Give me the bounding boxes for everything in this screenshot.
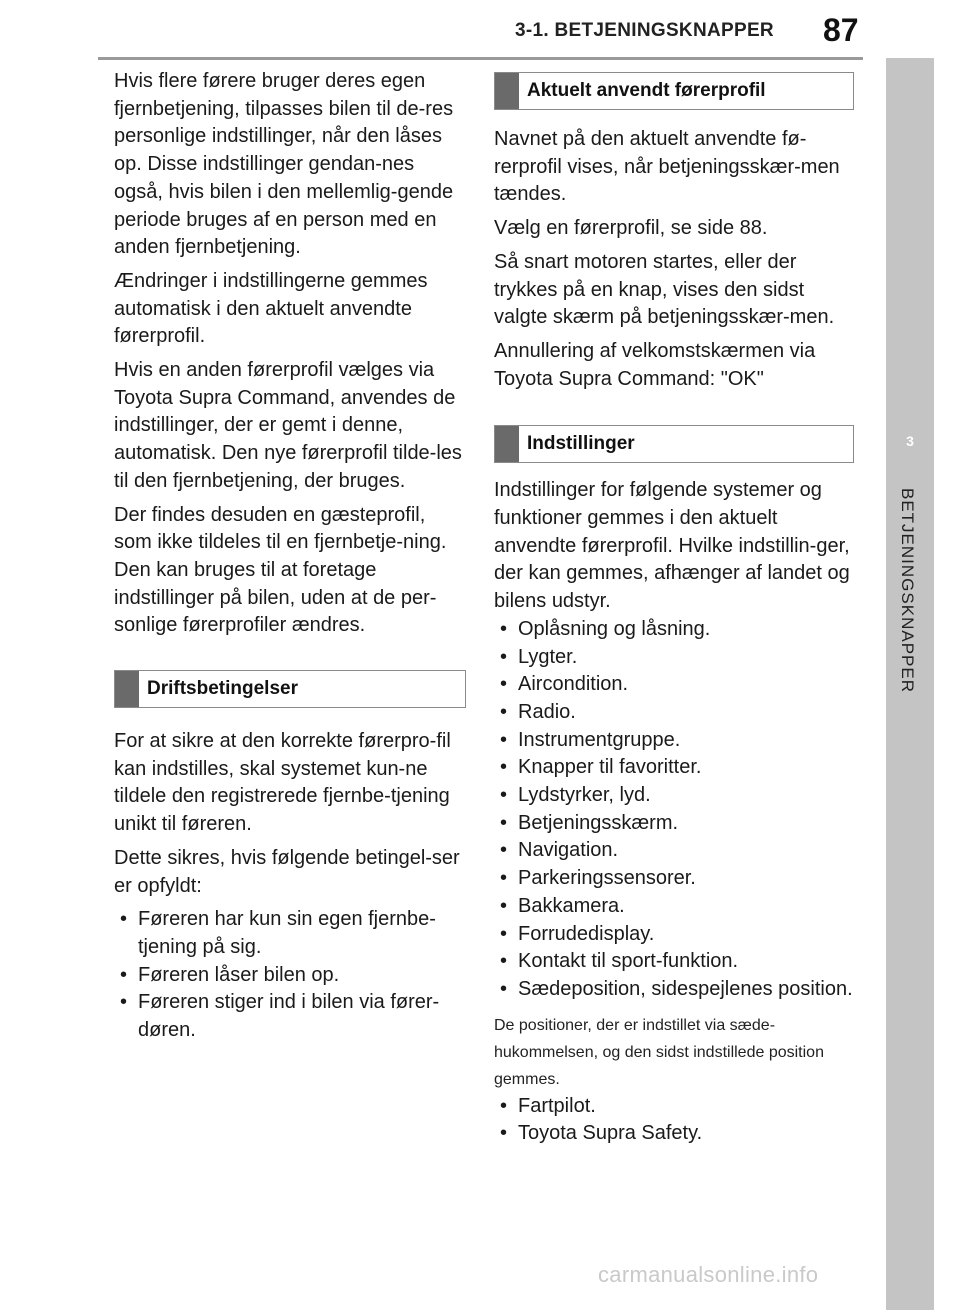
section-marker [495, 73, 519, 109]
paragraph: Annullering af velkomstskærmen via Toyot… [494, 339, 816, 390]
list-item: Føreren låser bilen op. [114, 962, 466, 990]
list-item: Parkeringssensorer. [494, 865, 854, 893]
section-header-driftsbetingelser: Driftsbetingelser [114, 670, 466, 709]
paragraph: Der findes desuden en gæsteprofil, som i… [114, 503, 447, 637]
chapter-tab [886, 58, 934, 1310]
right-column: Aktuelt anvendt førerprofil Navnet på de… [494, 68, 854, 1148]
settings-list: Oplåsning og låsning. Lygter. Airconditi… [494, 616, 854, 1004]
section-marker [495, 426, 519, 463]
list-item: Lygter. [494, 644, 854, 672]
section-heading: 3-1. BETJENINGSKNAPPER [515, 20, 774, 41]
left-column: Hvis flere førere bruger deres egen fjer… [114, 68, 466, 1045]
paragraph: Dette sikres, hvis følgende betingel-ser… [114, 846, 460, 897]
header-rule [98, 57, 863, 60]
list-item: Lydstyrker, lyd. [494, 782, 854, 810]
paragraph: Hvis en anden førerprofil vælges via Toy… [114, 359, 462, 492]
list-item: Betjeningsskærm. [494, 810, 854, 838]
section-title: Driftsbetingelser [147, 678, 298, 700]
list-item: Forrudedisplay. [494, 921, 854, 949]
list-item: Radio. [494, 699, 854, 727]
list-item: Kontakt til sport-funktion. [494, 948, 854, 976]
list-item: Navigation. [494, 837, 854, 865]
paragraph: Så snart motoren startes, eller der tryk… [494, 250, 835, 329]
list-item: Aircondition. [494, 671, 854, 699]
paragraph: Navnet på den aktuelt anvendte fø-rerpro… [494, 128, 840, 206]
settings-list-continued: Fartpilot. Toyota Supra Safety. [494, 1093, 854, 1148]
list-item: Bakkamera. [494, 893, 854, 921]
paragraph: Vælg en førerprofil, se side 88. [494, 217, 768, 240]
section-header-indstillinger: Indstillinger [494, 425, 854, 464]
list-item: Føreren stiger ind i bilen via fører-dør… [114, 989, 466, 1044]
section-title: Aktuelt anvendt førerprofil [527, 80, 766, 101]
condition-list: Føreren har kun sin egen fjernbe-tjening… [114, 906, 466, 1045]
watermark: carmanualsonline.info [598, 1262, 819, 1287]
list-item: Oplåsning og låsning. [494, 616, 854, 644]
paragraph: Ændringer i indstillingerne gemmes autom… [114, 269, 428, 348]
list-item: Fartpilot. [494, 1093, 854, 1121]
section-header-aktuelt: Aktuelt anvendt førerprofil [494, 72, 854, 110]
list-item: Føreren har kun sin egen fjernbe-tjening… [114, 906, 466, 961]
list-item: Instrumentgruppe. [494, 727, 854, 755]
list-item: Sædeposition, sidespejlenes position. [494, 976, 854, 1004]
list-item: Toyota Supra Safety. [494, 1120, 854, 1148]
paragraph: For at sikre at den korrekte førerpro-fi… [114, 730, 451, 836]
chapter-label: BETJENINGSKNAPPER [898, 488, 917, 693]
page-number: 87 [823, 12, 859, 48]
list-item: Knapper til favoritter. [494, 754, 854, 782]
section-marker [115, 671, 139, 708]
section-title: Indstillinger [527, 433, 635, 455]
chapter-number: 3 [906, 433, 914, 449]
paragraph: Indstillinger for følgende systemer og f… [494, 479, 850, 613]
note: De positioner, der er indstillet via sæd… [494, 1016, 824, 1088]
paragraph: Hvis flere førere bruger deres egen fjer… [114, 70, 454, 259]
